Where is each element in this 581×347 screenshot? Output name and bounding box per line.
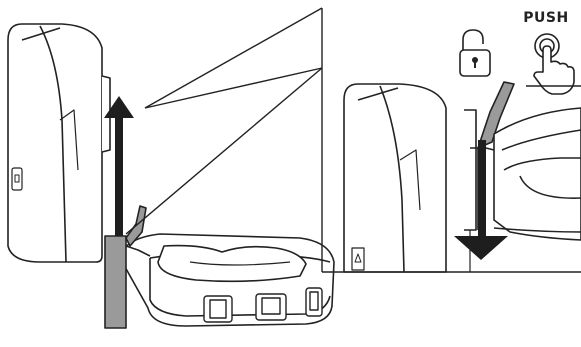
base-station-detail [494, 108, 581, 240]
wall-unit-detail [344, 84, 446, 272]
wall-unit [8, 24, 110, 262]
zoom-lines [126, 8, 322, 272]
unlock-icon [460, 30, 490, 76]
detail-panel [322, 82, 581, 272]
base-station [105, 206, 334, 328]
left-scene [8, 24, 334, 328]
push-finger-icon [534, 34, 574, 94]
up-arrow-icon [104, 96, 134, 240]
push-label: PUSH [518, 10, 574, 26]
